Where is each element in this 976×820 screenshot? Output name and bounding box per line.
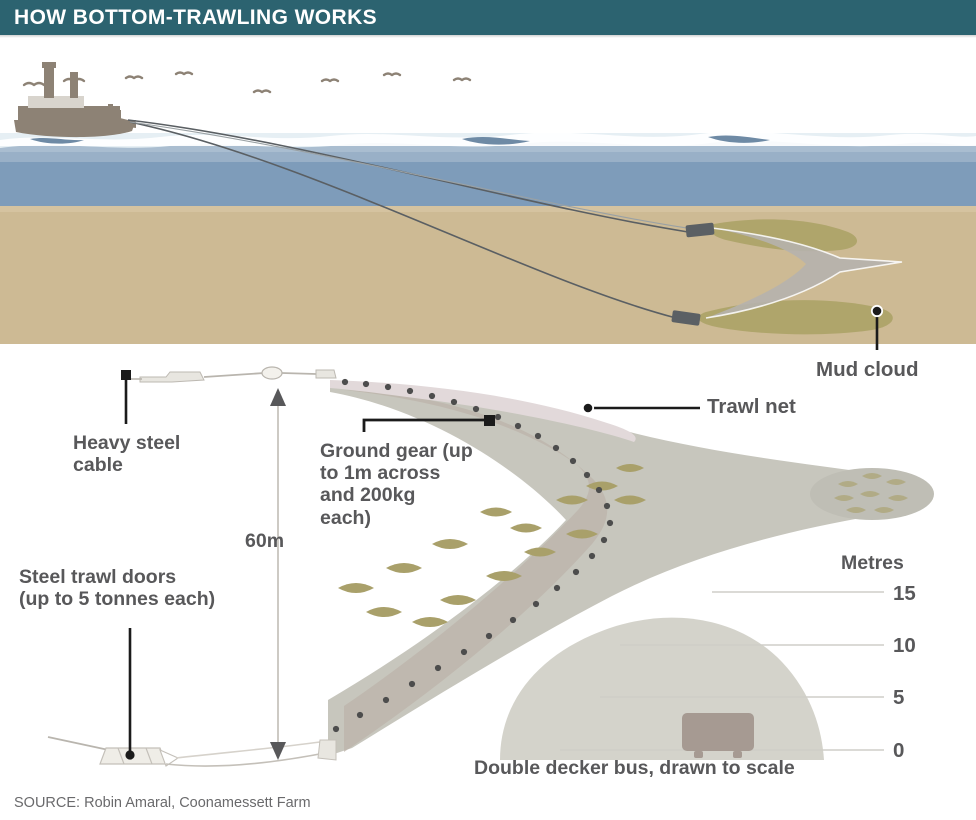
trawl-net-mouth-lip (330, 380, 636, 442)
trawl-net-leader (581, 401, 700, 415)
fish-in-codend (834, 473, 908, 513)
scale-tick-10: 10 (893, 634, 916, 657)
water-surface (0, 131, 976, 162)
scale-tick-0: 0 (893, 739, 905, 762)
source-line: SOURCE: Robin Amaral, Coonamessett Farm (14, 795, 311, 811)
label-mud-cloud: Mud cloud (816, 358, 919, 381)
height-dimension-arrow (270, 388, 286, 760)
lower-sweep-and-door (47, 736, 337, 767)
scale-title: Metres (841, 552, 904, 574)
warp-cables (127, 119, 701, 319)
trawl-net-inner-shade (344, 390, 608, 752)
ground-gear-leader (362, 415, 495, 432)
steel-trawl-doors-leader (125, 628, 135, 760)
headline-cable (126, 366, 337, 383)
fish-shoal (338, 464, 646, 627)
trawl-net-plan (705, 227, 903, 319)
scale-tick-15: 15 (893, 582, 916, 605)
scale-tick-5: 5 (893, 686, 905, 709)
title-bar: HOW BOTTOM-TRAWLING WORKS (0, 0, 976, 38)
bottom-scene (47, 366, 934, 767)
seabed-highlight (0, 206, 976, 212)
trawl-net-body (328, 382, 928, 756)
birds-flock (22, 71, 472, 94)
title-bar-shadow (0, 35, 976, 38)
double-decker-bus (682, 713, 754, 758)
net-cross-section-silhouette (500, 617, 824, 760)
label-trawl-net: Trawl net (707, 395, 796, 418)
mud-cloud-leader (870, 304, 884, 350)
label-bus-caption: Double decker bus, drawn to scale (474, 757, 795, 779)
trawl-doors-plan (671, 222, 715, 326)
label-ground-gear: Ground gear (up to 1m across and 200kg e… (320, 440, 473, 529)
ground-gear-dots (332, 378, 614, 733)
top-scene (0, 62, 976, 344)
page-title: HOW BOTTOM-TRAWLING WORKS (14, 6, 378, 29)
label-steel-trawl-doors: Steel trawl doors (up to 5 tonnes each) (19, 566, 216, 611)
label-heavy-steel-cable: Heavy steel cable (73, 432, 181, 477)
fishing-vessel (14, 62, 136, 138)
label-height-dimension: 60m (245, 530, 285, 552)
heavy-steel-cable-leader (121, 370, 131, 424)
